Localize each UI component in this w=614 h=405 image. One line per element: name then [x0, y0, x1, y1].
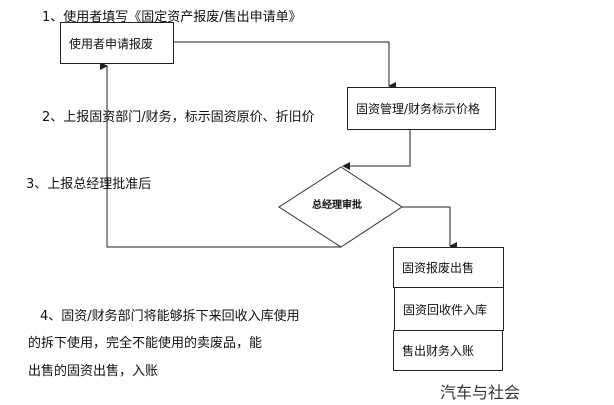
node-price: 固资管理/财务标示价格 [347, 87, 496, 130]
node-account: 售出财务入账 [393, 330, 503, 371]
arrow-price-to-approve [342, 129, 411, 170]
step4-line3: 出售的固资出售，入账 [28, 364, 159, 379]
step2-text: 2、上报固资部门/财务，标示固资原价、折旧价 [42, 110, 315, 125]
arrow-approve-back-to-apply [100, 62, 341, 248]
step4-line2: 的拆下使用，完全不能使用的卖废品，能 [28, 336, 263, 351]
arrow-apply-to-price [173, 41, 396, 90]
node-recycle: 固资回收件入库 [394, 287, 504, 331]
step3-text: 3、上报总经理批准后 [26, 177, 152, 192]
watermark: 汽车与社会 [440, 383, 521, 402]
node-approve-label: 总经理审批 [312, 200, 362, 211]
node-sell: 固资报废出售 [393, 247, 504, 288]
step4-line1: 4、固资/财务部门将能够拆下来回收入库使用 [40, 309, 300, 324]
arrow-approve-to-sell [402, 206, 457, 250]
step1-text: 1、使用者填写《固定资产报废/售出申请单》 [42, 10, 302, 25]
node-apply: 使用者申请报废 [60, 22, 174, 64]
